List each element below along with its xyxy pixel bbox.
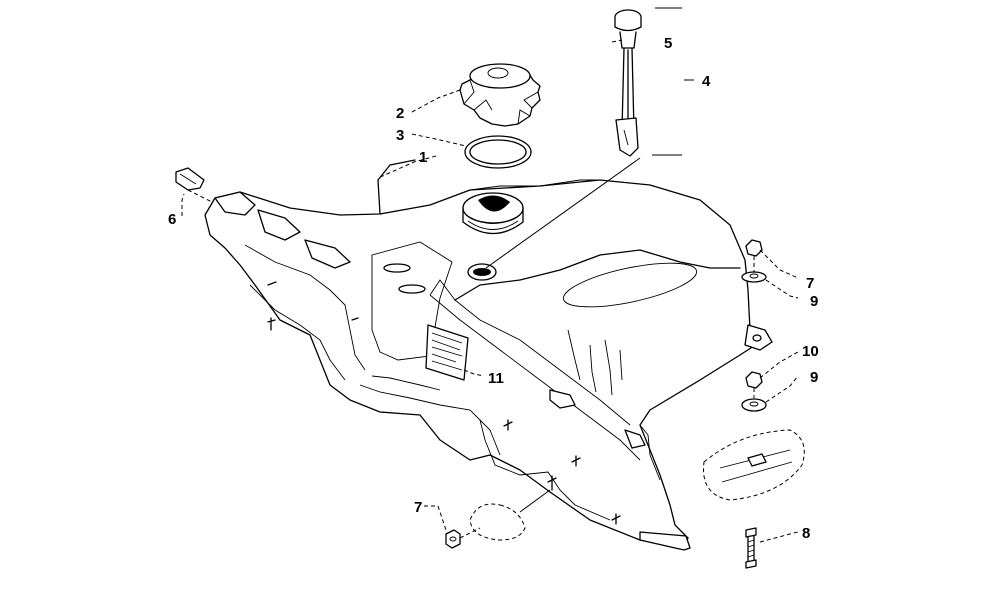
callout-7-lower: 7	[414, 499, 422, 516]
callouts: 1 2 3 4 5 6 7 9 7 8 9 10 11	[168, 35, 819, 542]
bolt	[745, 527, 757, 569]
callout-3: 3	[396, 127, 404, 144]
callout-7-upper: 7	[806, 275, 814, 292]
callout-4: 4	[702, 73, 711, 90]
fuel-sender	[614, 9, 642, 157]
callout-10: 10	[802, 343, 819, 360]
clip	[175, 167, 213, 203]
mounting-pad	[703, 429, 805, 501]
nut-washer-middle	[741, 371, 767, 412]
callout-9-lower: 9	[810, 369, 818, 386]
gasket	[464, 135, 532, 169]
callout-9-upper: 9	[810, 293, 818, 310]
nut-bottom	[445, 489, 551, 549]
callout-1: 1	[419, 149, 427, 166]
callout-5: 5	[664, 35, 672, 52]
callout-11: 11	[488, 370, 504, 387]
callout-2: 2	[396, 105, 404, 122]
callout-8: 8	[802, 525, 810, 542]
leader-lines	[181, 7, 799, 543]
callout-6: 6	[168, 211, 176, 228]
fuel-cap	[459, 63, 541, 127]
nut-washer-upper	[741, 239, 767, 283]
fuel-tank	[204, 159, 773, 551]
